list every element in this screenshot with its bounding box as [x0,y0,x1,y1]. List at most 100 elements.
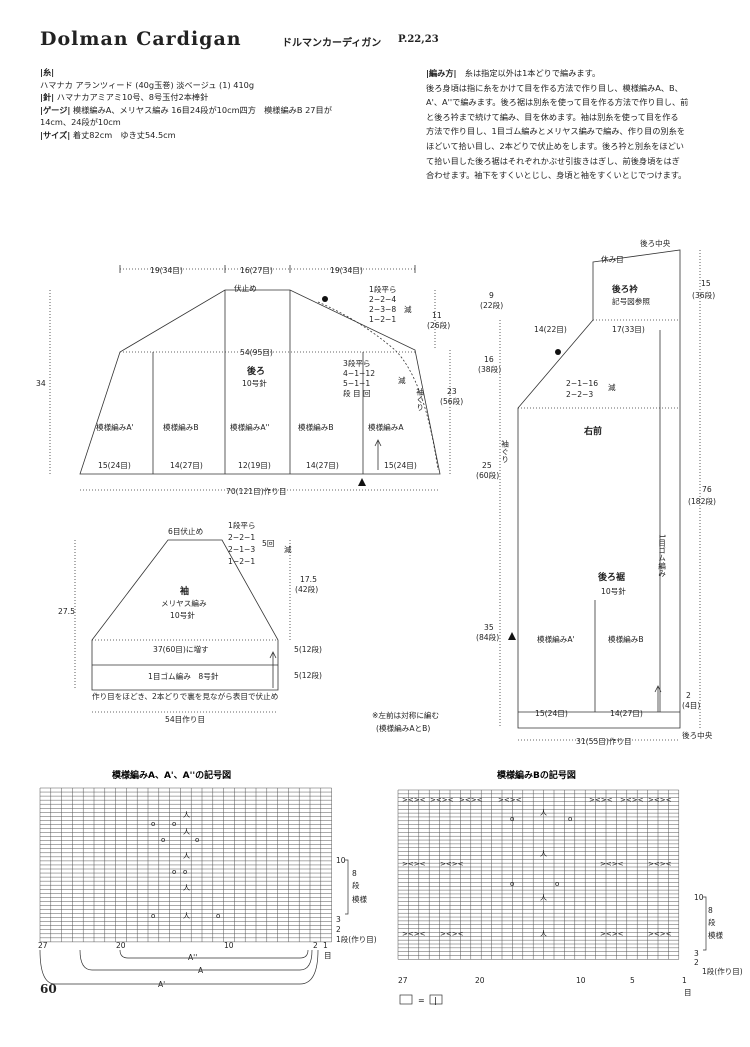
front-note: (模様編みAとB) [376,723,430,733]
chart-b-symbol: ><>< [648,796,672,804]
sleeve-outline [91,539,279,691]
back-bottom-width: 14(27目) [306,461,339,470]
chart-b-symbol: ><>< [589,796,613,804]
materials-row: |ゲージ| 模様編みA、メリヤス編み 16目24段が10cm四方 模様編みB 2… [40,104,332,115]
front-h-d: (84段) [476,632,499,642]
back-width-right: 19(34目) [330,266,363,275]
method-line: 合わせます。袖下をすくいとじし、身頃と袖をすくいとじでつけます。 [426,170,687,181]
back-pattern: 模様編みA'' [230,422,270,432]
method-line: と後ろ衿まで続けて編み、目を休めます。袖は別糸を使って目を作る [426,111,679,122]
chart-a-label: 1段(作り目) [336,934,377,944]
chart-b-symbol: ><>< [459,796,483,804]
marker-dot [555,349,561,355]
front-pattern: 模様編みA' [537,634,575,644]
sleeve-name: 袖 [179,585,189,597]
chart-a-x-tick: 10 [224,941,234,950]
sleeve-height-upper: 17.5 [300,575,317,584]
back-shaping2: 段 目 回 [343,388,371,398]
sleeve-needle: 10号針 [170,610,195,620]
chart-a-symbol: o [172,868,176,876]
back-bottom-width: 12(19目) [238,461,271,470]
chart-a-label: 模様 [352,894,367,904]
chart-b-symbol: ><>< [600,930,624,938]
front-shaping: 2−1−16 [566,379,598,388]
front-rib-side: 1目ゴム編み [657,534,666,577]
chart-a-bracket: A [198,966,204,975]
front-shaping: 2−2−3 [566,390,593,399]
chart-b-label: 目 [684,988,692,997]
chart-a-symbol: o [161,836,165,844]
back-width-center: 16(27目) [240,266,273,275]
chart-b-title: 模様編みBの記号図 [497,769,576,781]
chart-a-label: 8 [352,869,357,878]
front-h-b: (38段) [478,364,501,374]
sleeve-shaping: 1−2−1 [228,557,255,566]
back-shaping: 1−2−1 [369,315,396,324]
front-hem: 後ろ裾 [598,571,625,583]
front-h-c: (60段) [476,470,499,480]
sleeve-rib: 1目ゴム編み 8号針 [148,671,219,681]
back-armhole: 袖ぐり [415,387,424,411]
chart-a-title: 模様編みA、A'、A''の記号図 [112,769,231,781]
chart-a-symbol: 人 [183,912,190,920]
sleeve-decrease: 減 [284,544,292,554]
front-h-bottom: 2 [686,691,691,700]
sleeve-cast-on: 54目作り目 [165,714,205,724]
chart-a-symbol: 人 [183,828,190,836]
back-width-left: 19(34目) [150,266,183,275]
chart-b-x-tick: 1 [682,976,687,985]
chart-a-symbol: o [195,836,199,844]
materials-row: ハマナカ アランツィード (40g玉巻) 淡ベージュ (1) 410g [40,79,255,90]
chart-b-symbol: ><>< [440,860,464,868]
chart-b-symbol: 人 [540,930,547,938]
chart-b-symbol: ><>< [600,860,624,868]
method-line: 後ろ身頃は指に糸をかけて目を作る方法で作り目し、模様編みA、B、 [426,82,683,93]
back-shaping: 1段平ら [369,284,397,294]
front-w-b: 17(33目) [612,325,645,334]
sleeve-height-upper: (42段) [295,584,318,594]
chart-b-symbol: o [568,815,572,823]
back-pattern: 模様編みB [298,422,334,432]
sleeve-rib-height: 5(12段) [294,644,322,654]
back-pattern: 模様編みA' [96,422,134,432]
front-h-bottom: (4目) [682,701,700,710]
back-bind-off: 伏止め [234,283,257,293]
front-back-center: 後ろ中央 [640,238,671,248]
chart-b-label: 段 [708,917,716,927]
chart-a-x-tick: 20 [116,941,126,950]
chart-a-label: 2 [336,925,341,934]
materials-row: 14cm、24段が10cm [40,117,121,128]
sleeve-increase: 37(60目)に増す [153,644,209,654]
sleeve-stitch: メリヤス編み [161,598,207,608]
front-decrease: 減 [608,382,616,392]
front-h-total: 76 [702,485,712,494]
materials-list: |糸| ハマナカ アランツィード (40g玉巻) 淡ベージュ (1) 410g … [40,66,400,142]
front-width: 14(27目) [610,709,643,718]
chart-b-label: 10 [694,893,704,902]
back-width-mid: 54(95目) [240,348,273,357]
back-height-total: 34 [36,379,46,388]
chart-b-symbol: ><>< [620,796,644,804]
back-needle: 10号針 [242,378,267,388]
method-line: |編み方| 糸は指定以外は1本どりで編みます。 [426,68,601,78]
chart-b: 模様編みBの記号図 ><>< ><>< ><>< ><>< ><>< ><>< ><>< o 人… [397,769,743,997]
materials-row: |針| ハマナカアミアミ10号、8号玉付2本棒針 [40,92,209,103]
chart-b-symbol: 人 [540,850,547,858]
method-line: て拾い目した後ろ裾はそれぞれかぶせ引抜きはぎし、前後身頃をはぎ [426,155,680,166]
legend-val: | [434,996,437,1005]
front-h-a: 9 [489,291,494,300]
method-line: A'、A''で編みます。後ろ裾は別糸を使って目を作る方法で作り目し、前 [426,97,689,108]
back-height-top: 11 [432,311,442,320]
marker-triangle [358,478,366,486]
back-shaping: 2−3−8 [369,305,396,314]
method-line: 方法で作り目し、1目ゴム編みとメリヤス編みで編み、作り目の別糸を [426,126,686,137]
chart-b-symbol: ><>< [402,930,426,938]
chart-a-symbol: o [151,820,155,828]
chart-a-x-tick: 27 [38,941,48,950]
chart-b-symbol: ><>< [430,796,454,804]
materials-row: |糸| [40,67,55,77]
sleeve-count: 5回 [262,539,274,548]
front-h-c: 25 [482,461,492,470]
